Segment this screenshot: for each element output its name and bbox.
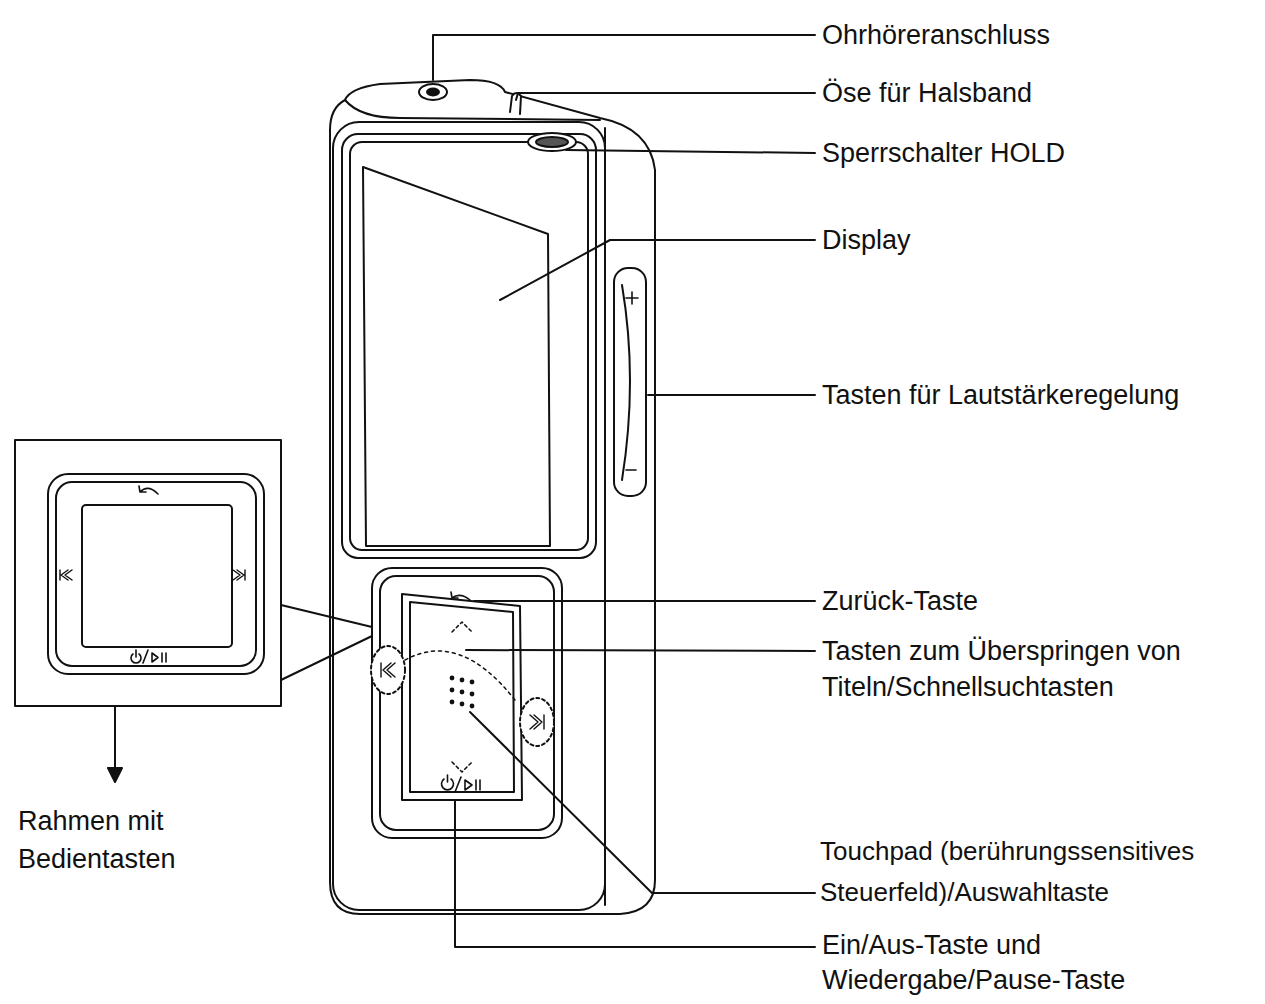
illustration-part: [450, 700, 455, 705]
touchpad-dots: [450, 676, 475, 709]
part-label: Zurück-Taste: [822, 583, 1242, 619]
device-top-edge: [345, 100, 600, 120]
volume-rocker: [614, 268, 646, 496]
illustration-part: [470, 704, 475, 709]
display-bezel-inner: [350, 142, 588, 550]
control-frame-inner: [380, 576, 554, 830]
inset-frame-inner: [56, 482, 256, 666]
illustration-part: [500, 240, 815, 300]
earphone-jack: [419, 84, 447, 100]
skip-forward-button: [520, 698, 554, 746]
display: [363, 167, 550, 546]
touch-arc: [405, 651, 515, 700]
illustration-part: [455, 800, 815, 947]
inset-arrow-line: [114, 706, 116, 768]
skip-back-button: [371, 646, 405, 694]
illustration-part: [470, 712, 815, 893]
illustration-part: [520, 698, 554, 746]
illustration-part: [516, 93, 815, 100]
inset-frame: [48, 474, 264, 674]
part-label: Tasten zum Überspringen von Titeln/Schne…: [822, 633, 1252, 705]
touchpad: [402, 594, 522, 800]
illustration-part: [131, 650, 141, 663]
illustration-part: [450, 676, 455, 681]
inset-back-icon: [139, 486, 158, 494]
device-housing: [330, 80, 655, 914]
inset-touchpad: [82, 505, 232, 647]
inset-box: [15, 440, 281, 706]
part-label: Rahmen mit Bedientasten: [18, 802, 218, 878]
illustration-part: [536, 137, 568, 147]
part-label: Touchpad (berührungssensitives Steuerfel…: [820, 831, 1260, 913]
illustration-part: [371, 646, 405, 694]
inset-callout: [281, 605, 372, 680]
illustration-part: [152, 653, 166, 662]
illustration-part: [460, 690, 465, 695]
illustration-part: [442, 775, 454, 790]
inset-skip-back-icon: [60, 570, 72, 580]
inset-power-play-icon: [131, 650, 166, 663]
illustration-part: [143, 650, 148, 663]
hold-switch: [528, 133, 576, 151]
inset-arrow-head: [108, 768, 122, 782]
illustration-part: [470, 680, 475, 685]
illustration-part: [433, 35, 815, 80]
illustration-part: [566, 150, 815, 153]
front-face: [333, 122, 605, 910]
control-frame: [372, 568, 562, 838]
illustration-part: [466, 650, 815, 651]
illustration-part: [528, 133, 576, 151]
lanyard-eye: [510, 93, 521, 114]
illustration-part: [648, 394, 815, 396]
part-label: Display: [822, 222, 1242, 258]
minus-symbol: [626, 469, 636, 471]
part-label: Öse für Halsband: [822, 75, 1242, 111]
illustration-part: [470, 692, 475, 697]
illustration-part: [465, 780, 480, 790]
illustration-part: [381, 663, 395, 677]
illustration-part: [450, 688, 455, 693]
touch-arrow-up: [452, 622, 472, 632]
display-bezel: [342, 134, 596, 558]
illustration-part: [455, 777, 461, 792]
part-label: Tasten für Lautstärkeregelung: [822, 377, 1252, 413]
earphone-jack-hole: [427, 89, 439, 96]
volume-rocker-inner: [622, 285, 630, 480]
inset-skip-forward-icon: [233, 570, 245, 580]
touchpad-inner: [410, 602, 514, 792]
illustration-part: [460, 678, 465, 683]
illustration-part: [474, 600, 815, 602]
plus-symbol: [626, 292, 638, 304]
illustration-part: [530, 715, 544, 729]
part-label: Ohrhöreranschluss: [822, 17, 1242, 53]
illustration-part: [460, 702, 465, 707]
power-play-icon: [442, 775, 481, 792]
back-icon: [451, 592, 470, 600]
touch-arrow-down: [452, 762, 472, 772]
part-label: Sperrschalter HOLD: [822, 135, 1242, 171]
part-label: Ein/Aus-Taste und Wiedergabe/Pause-Taste: [822, 928, 1192, 998]
leader-lines: [433, 35, 815, 947]
